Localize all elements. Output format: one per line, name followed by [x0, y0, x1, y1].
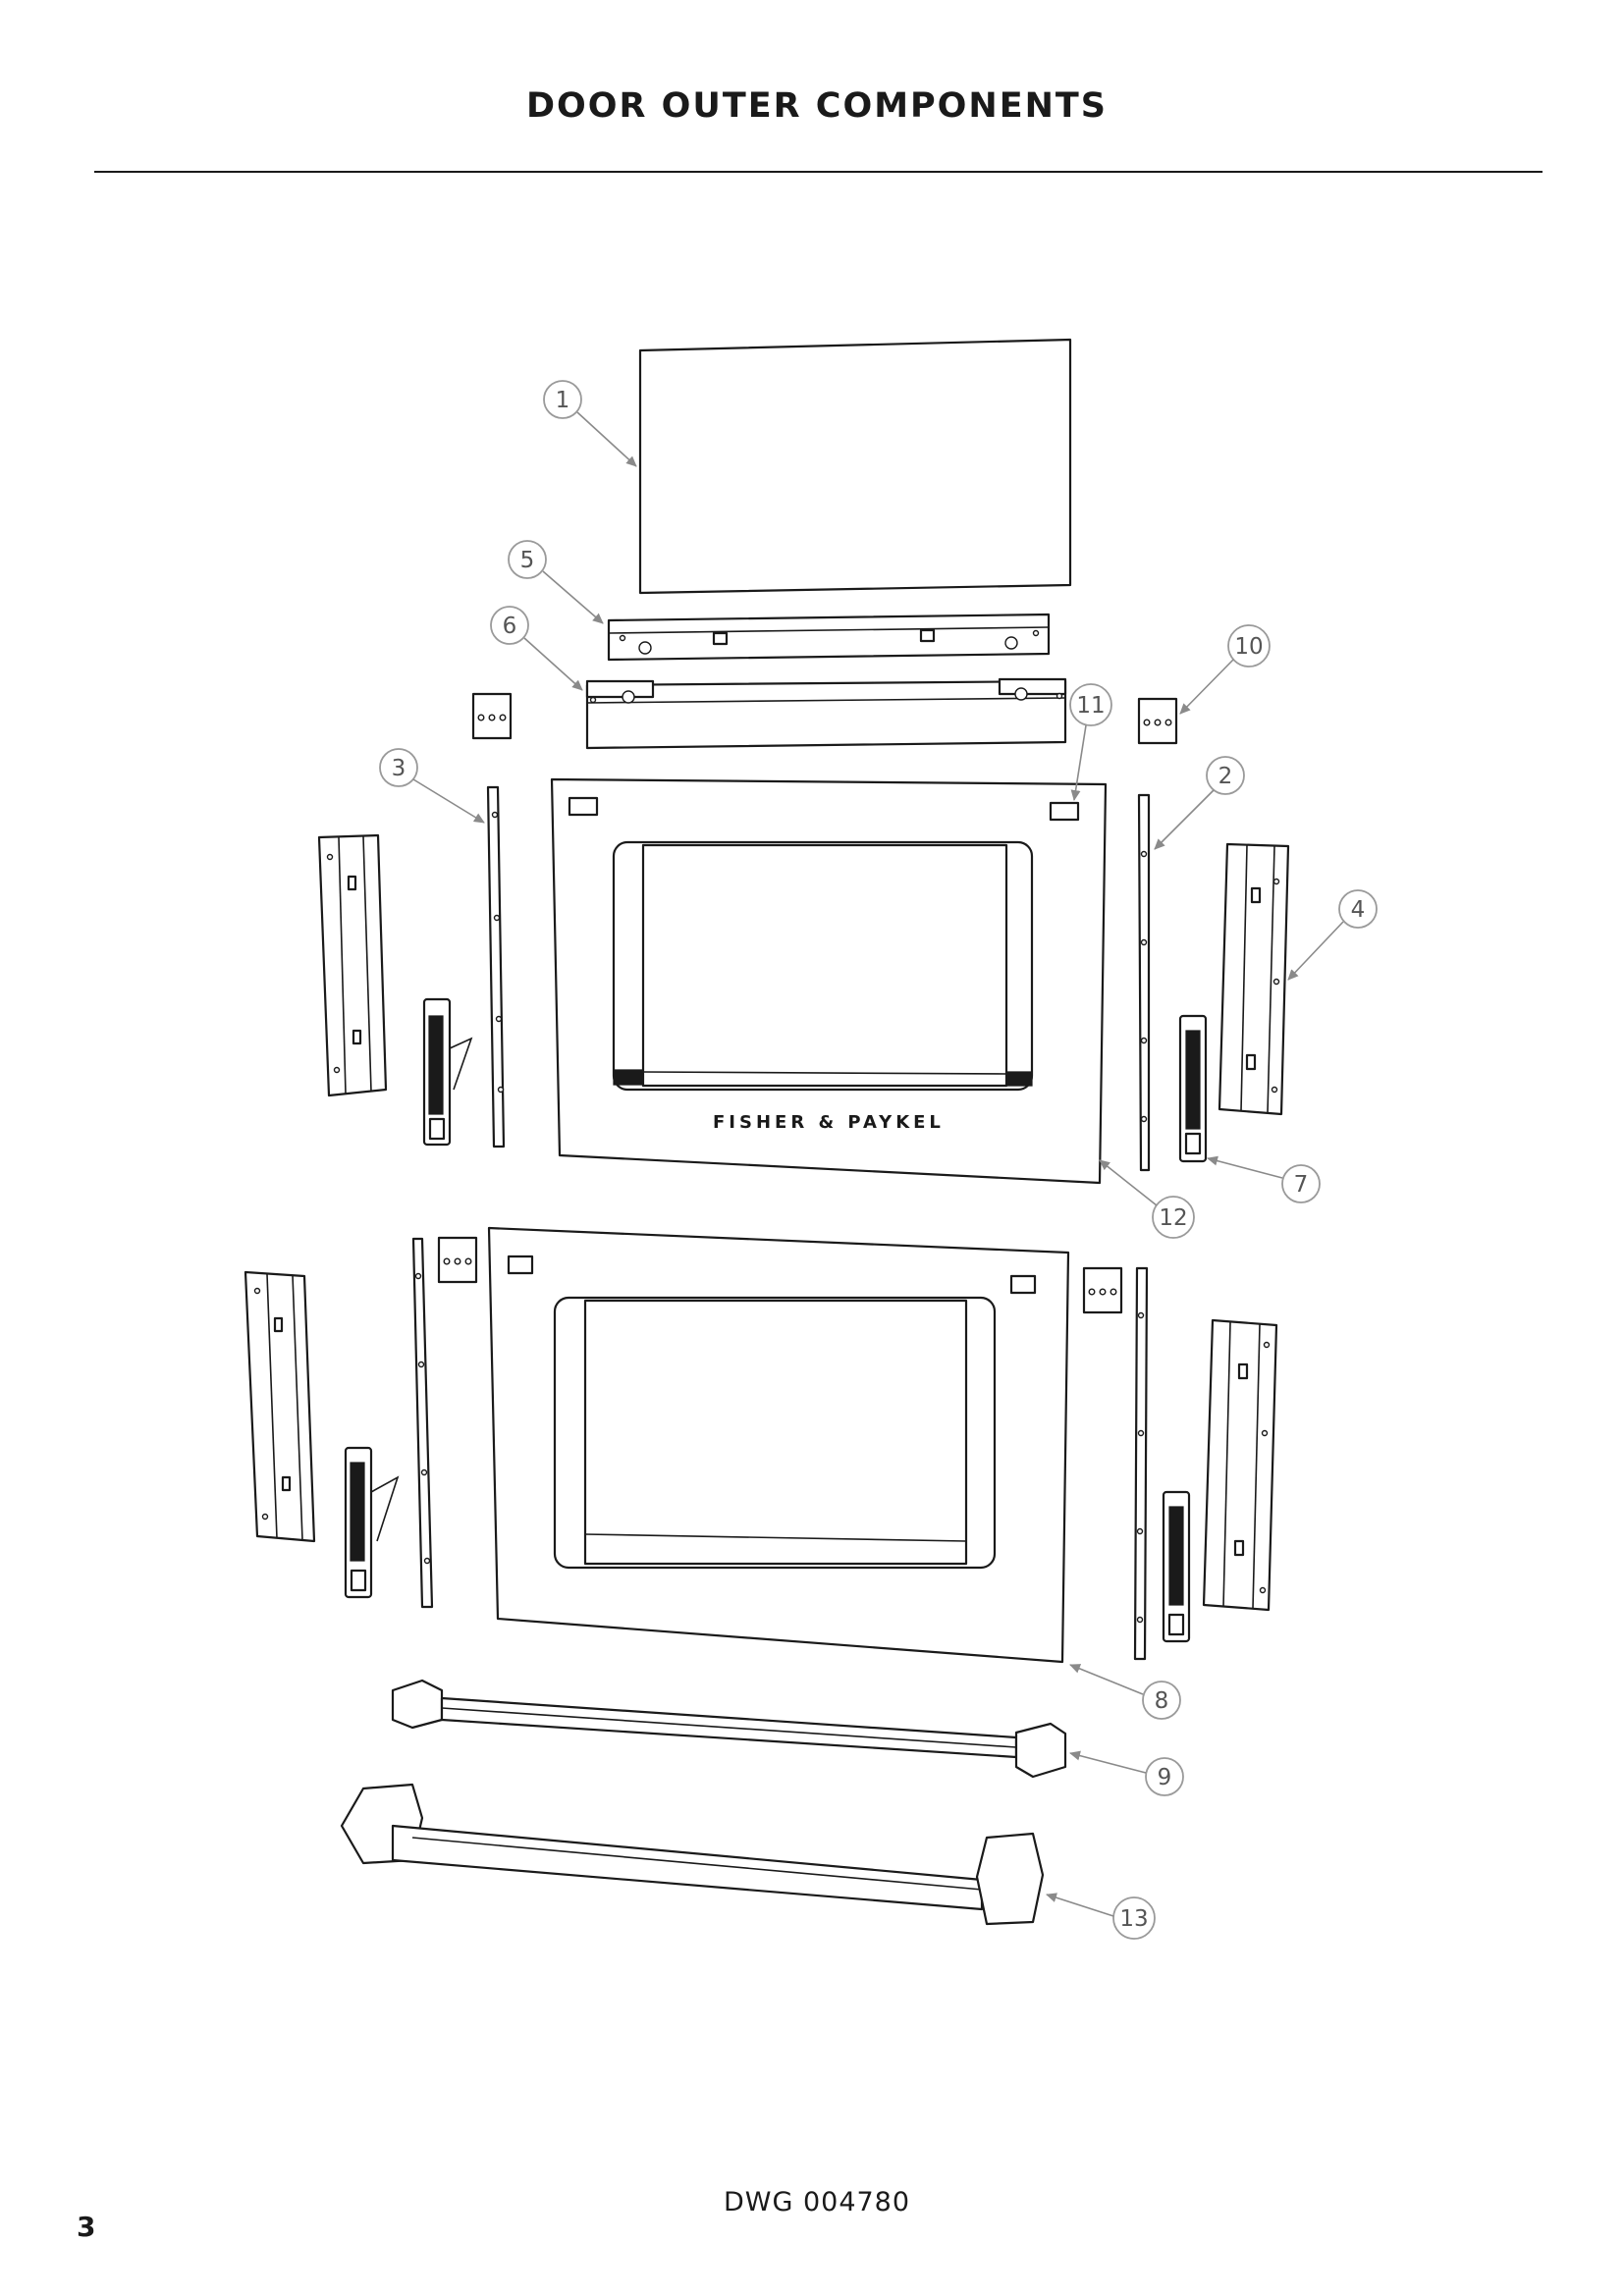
callout-label-3: 3	[392, 756, 406, 781]
callout-label-4: 4	[1351, 897, 1366, 923]
title-rule	[94, 171, 1543, 173]
callout-label-11: 11	[1076, 693, 1105, 719]
part-seal-strip-lower-right	[1133, 1266, 1149, 1661]
page-number: 3	[77, 2211, 96, 2243]
drawing-number: DWG 004780	[723, 2187, 911, 2217]
part-hinge-channel-upper-left	[317, 833, 388, 1097]
part-spacer-plate-upper-left	[471, 692, 513, 740]
callout-5: 5	[508, 540, 604, 624]
callout-2: 2	[1154, 756, 1245, 850]
callout-13: 13	[1046, 1893, 1156, 1940]
callout-label-1: 1	[556, 388, 570, 413]
callout-4: 4	[1287, 889, 1378, 981]
part-lower-trim-bracket	[585, 677, 1067, 750]
callout-8: 8	[1069, 1664, 1181, 1720]
brand-mark-upper: FISHER & PAYKEL	[713, 1112, 945, 1133]
callout-label-8: 8	[1155, 1688, 1169, 1714]
page-title: DOOR OUTER COMPONENTS	[525, 86, 1109, 126]
part-spacer-plate-lower-right	[1082, 1266, 1123, 1314]
part-door-handle-small	[391, 1679, 1067, 1779]
callout-1: 1	[543, 380, 637, 467]
callout-label-12: 12	[1159, 1205, 1187, 1231]
part-hinge-lower-left	[344, 1446, 400, 1599]
callout-label-9: 9	[1158, 1765, 1172, 1790]
callout-12: 12	[1099, 1159, 1195, 1239]
part-door-handle-large	[340, 1783, 1045, 1926]
part-spacer-plate-upper-right	[1137, 697, 1178, 745]
callout-11: 11	[1069, 683, 1112, 801]
callout-6: 6	[490, 606, 583, 691]
callout-label-7: 7	[1294, 1172, 1309, 1198]
part-outer-door-panel-lower	[487, 1226, 1070, 1664]
part-hinge-upper-left	[422, 997, 473, 1147]
part-hinge-upper-right	[1178, 1014, 1208, 1163]
part-seal-strip-lower-left	[411, 1237, 434, 1609]
part-upper-trim-bracket	[607, 613, 1051, 662]
callout-label-5: 5	[520, 548, 535, 573]
part-hinge-channel-upper-right	[1218, 842, 1290, 1116]
callout-7: 7	[1207, 1155, 1321, 1203]
part-hinge-channel-lower-left	[244, 1270, 316, 1543]
part-spacer-plate-lower-left	[437, 1236, 478, 1284]
callout-label-10: 10	[1234, 634, 1263, 660]
part-seal-strip-upper-left	[486, 785, 506, 1148]
callout-label-6: 6	[503, 614, 517, 639]
part-hinge-lower-right	[1162, 1490, 1191, 1643]
callout-9: 9	[1069, 1750, 1184, 1796]
part-hinge-channel-lower-right	[1202, 1318, 1278, 1612]
part-glass-panel	[638, 338, 1072, 595]
part-seal-strip-upper-right	[1137, 793, 1151, 1172]
callout-10: 10	[1179, 624, 1271, 715]
callout-label-2: 2	[1218, 764, 1233, 789]
callout-label-13: 13	[1119, 1906, 1148, 1932]
part-outer-door-panel-upper: FISHER & PAYKEL	[550, 777, 1108, 1185]
callout-3: 3	[379, 748, 485, 824]
